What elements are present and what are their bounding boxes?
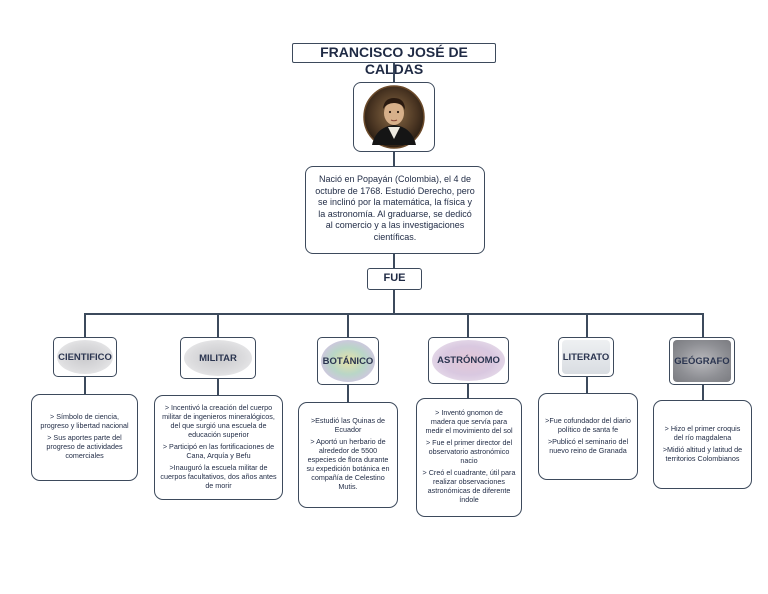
connector-drop-militar — [217, 313, 219, 337]
connector-drop-literato — [586, 313, 588, 337]
connector-label-fue: FUE — [367, 268, 422, 290]
role-label-cientifico: CIENTIFICO — [58, 351, 112, 363]
description-line: > Participó en las fortificaciones de Ca… — [162, 441, 275, 460]
role-background-decoration — [562, 340, 610, 374]
portrait-icon — [363, 85, 425, 149]
role-botanico: BOTÁNICO — [317, 337, 379, 385]
connector-astronomo-desc — [467, 384, 469, 398]
description-line: > Inventó gnomon de madera que servía pa… — [425, 408, 513, 435]
description-line: >Publicó el seminario del nuevo reino de… — [547, 436, 629, 455]
connector-title-portrait — [393, 63, 395, 82]
role-label-botanico: BOTÁNICO — [322, 355, 374, 367]
connector-drop-botanico — [347, 313, 349, 337]
role-cientifico: CIENTIFICO — [53, 337, 117, 377]
role-background-decoration — [57, 340, 113, 374]
description-line: > Incentivó la creación del cuerpo milit… — [162, 402, 275, 439]
connector-portrait-bio — [393, 152, 395, 166]
role-background-decoration — [673, 340, 731, 382]
role-description-botanico: >Estudió las Quinas de Ecuador > Aportó … — [298, 402, 398, 508]
role-description-literato: >Fue cofundador del diario político de s… — [538, 393, 638, 480]
description-line: >Inauguró la escuela militar de cuerpos … — [160, 462, 277, 490]
connector-drop-geografo — [702, 313, 704, 337]
role-background-decoration — [432, 340, 505, 381]
description-line: > Aportó un herbario de alrededor de 550… — [306, 437, 390, 491]
description-line: >Fue cofundador del diario político de s… — [545, 415, 631, 434]
role-label-militar: MILITAR — [199, 352, 237, 364]
role-description-geografo: > Hizo el primer croquis del río magdale… — [653, 400, 752, 489]
connector-literato-desc — [586, 377, 588, 393]
connector-botanico-desc — [347, 385, 349, 402]
biography-box: Nació en Popayán (Colombia), el 4 de oct… — [305, 166, 485, 254]
role-literato: LITERATO — [558, 337, 614, 377]
description-line: >Estudió las Quinas de Ecuador — [310, 416, 386, 434]
role-label-geografo: GEÓGRAFO — [674, 355, 730, 367]
description-line: > Creó el cuadrante, útil para realizar … — [422, 468, 516, 504]
role-background-decoration — [184, 340, 252, 376]
description-line: > Fue el primer director del observatori… — [425, 438, 513, 465]
description-line: > Sus aportes parte del progreso de acti… — [46, 433, 123, 460]
role-astronomo: ASTRÓNOMO — [428, 337, 509, 384]
connector-geografo-desc — [702, 385, 704, 400]
role-label-astronomo: ASTRÓNOMO — [437, 355, 500, 366]
description-line: > Hizo el primer croquis del río magdale… — [664, 423, 741, 442]
role-militar: MILITAR — [180, 337, 256, 379]
connector-fue-bus — [393, 290, 395, 314]
role-label-literato: LITERATO — [562, 351, 610, 363]
diagram-title: FRANCISCO JOSÉ DE CALDAS — [292, 43, 496, 77]
portrait-frame — [353, 82, 435, 152]
role-background-decoration — [321, 340, 375, 382]
connector-cientifico-desc — [84, 377, 86, 394]
connector-militar-desc — [217, 379, 219, 395]
role-description-militar: > Incentivó la creación del cuerpo milit… — [154, 395, 283, 500]
role-description-astronomo: > Inventó gnomon de madera que servía pa… — [416, 398, 522, 517]
description-line: >Midió altitud y latitud de territorios … — [662, 444, 743, 463]
role-description-cientifico: > Símbolo de ciencia, progreso y liberta… — [31, 394, 138, 481]
role-geografo: GEÓGRAFO — [669, 337, 735, 385]
connector-drop-cientifico — [84, 313, 86, 337]
connector-bio-fue — [393, 254, 395, 268]
description-line: > Símbolo de ciencia, progreso y liberta… — [40, 412, 129, 430]
connector-horizontal-bus — [84, 313, 703, 315]
connector-drop-astronomo — [467, 313, 469, 337]
